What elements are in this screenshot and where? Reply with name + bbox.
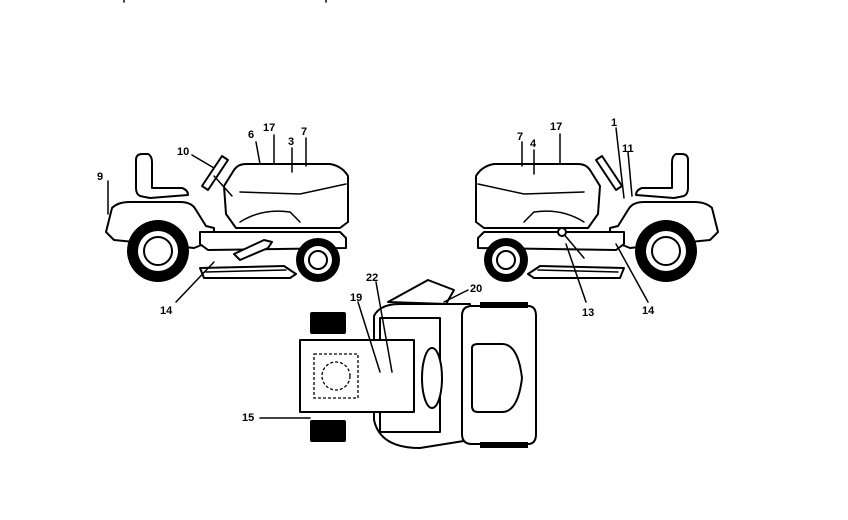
callout-14-left: 14 bbox=[160, 305, 173, 317]
callout-9: 9 bbox=[97, 171, 103, 183]
rear-wheel-top-lower bbox=[310, 420, 346, 442]
front-wheel-top bbox=[480, 302, 528, 308]
callout-4: 4 bbox=[530, 138, 537, 150]
discharge-chute bbox=[387, 279, 455, 305]
mower-deck-left bbox=[199, 265, 297, 279]
seat-right bbox=[635, 153, 689, 199]
callout-11: 11 bbox=[622, 143, 634, 155]
seat-left bbox=[135, 153, 189, 199]
callout-22: 22 bbox=[366, 272, 378, 284]
battery-outline bbox=[313, 353, 359, 399]
callout-15: 15 bbox=[242, 412, 254, 424]
callout-1: 1 bbox=[611, 117, 617, 129]
callout-20: 20 bbox=[470, 283, 482, 295]
callout-13: 13 bbox=[582, 307, 594, 319]
callout-10: 10 bbox=[177, 146, 189, 158]
callout-6: 6 bbox=[248, 129, 254, 141]
callout-3: 3 bbox=[288, 136, 294, 148]
callout-labels: 9 10 6 17 3 7 14 7 4 17 1 11 13 14 22 19… bbox=[97, 117, 655, 424]
callout-14-right: 14 bbox=[642, 305, 655, 317]
steering-wheel-left bbox=[201, 155, 229, 191]
tractor-top-view bbox=[299, 279, 537, 449]
steering-wheel-right bbox=[595, 155, 623, 191]
rear-wheel-top bbox=[310, 312, 346, 334]
callout-7-right: 7 bbox=[517, 131, 523, 143]
callout-17-left: 17 bbox=[263, 122, 275, 134]
hood-right bbox=[475, 163, 601, 229]
tractor-right-side-view bbox=[475, 153, 719, 282]
top-edge-marks bbox=[123, 0, 327, 3]
callout-17-right: 17 bbox=[550, 121, 562, 133]
leader-lines bbox=[107, 127, 649, 419]
callout-7-left: 7 bbox=[301, 126, 307, 138]
hood-left bbox=[223, 163, 349, 229]
tractor-left-side-view bbox=[105, 153, 349, 282]
front-wheel-top-lower bbox=[480, 442, 528, 448]
callout-19: 19 bbox=[350, 292, 362, 304]
rear-body-top bbox=[299, 339, 415, 413]
